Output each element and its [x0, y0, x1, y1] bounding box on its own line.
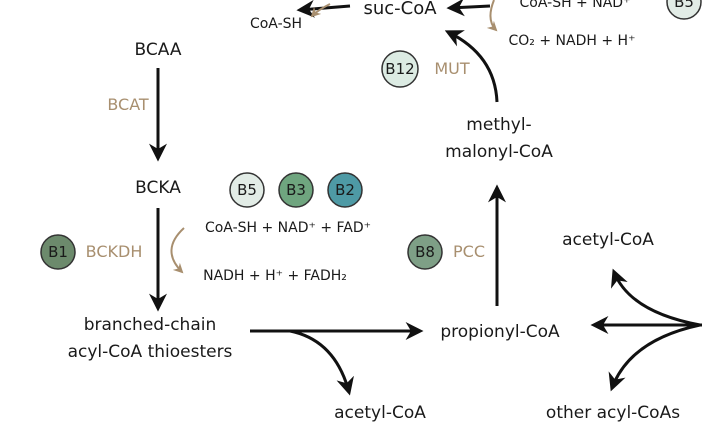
other-acyl-coas-label: other acyl-CoAs: [546, 403, 680, 423]
vitamin-b3-label: B3: [286, 181, 306, 199]
vitamin-b5-top-badge: [666, 0, 702, 20]
vitamin-b5-top-label: B5: [674, 0, 694, 11]
co2-nadh-label: CO₂ + NADH + H⁺: [509, 33, 636, 49]
arrow-suc-coa-left: [296, 0, 351, 18]
methylmalonyl-label-line2: malonyl-CoA: [445, 142, 553, 162]
vitamin-b3-badge: [278, 172, 314, 208]
arrow-methylmalonyl-to-suc-coa: [444, 30, 499, 103]
bckdh-enzyme-label: BCKDH: [86, 242, 143, 261]
vitamin-b5-badge: [229, 172, 265, 208]
vitamin-b2-badge: [327, 172, 363, 208]
bckdh-outputs-label: NADH + H⁺ + FADH₂: [203, 268, 347, 284]
vitamin-b8-label: B8: [415, 243, 435, 261]
branched-chain-label-line2: acyl-CoA thioesters: [68, 342, 233, 362]
propionyl-coa-label: propionyl-CoA: [440, 322, 560, 342]
vitamin-b5-label: B5: [237, 181, 257, 199]
pcc-enzyme-label: PCC: [453, 242, 485, 261]
acetyl-coa-right-label: acetyl-CoA: [562, 230, 654, 250]
bckdh-inputs-label: CoA-SH + NAD⁺ + FAD⁺: [205, 220, 371, 236]
bcka-label: BCKA: [135, 178, 181, 198]
acetyl-coa-bottom-label: acetyl-CoA: [334, 403, 426, 423]
vitamin-b1-label: B1: [48, 243, 68, 261]
coa-sh-top-label: CoA-SH: [250, 16, 302, 32]
cofactor-arrow-bckdh: [170, 227, 185, 274]
methylmalonyl-label-line1: methyl-: [466, 115, 531, 135]
vitamin-b12-badge: [381, 50, 419, 88]
coa-sh-nad-top-label: CoA-SH + NAD⁺: [520, 0, 631, 11]
bcaa-label: BCAA: [135, 40, 182, 60]
cofactor-arrow-coa-sh: [310, 3, 331, 18]
mut-enzyme-label: MUT: [434, 59, 470, 78]
branched-chain-label-line1: branched-chain: [84, 315, 217, 335]
vitamin-b2-label: B2: [335, 181, 355, 199]
vitamin-b1-badge: [40, 234, 76, 270]
arrow-right-to-acetyl-coa: [611, 268, 701, 327]
suc-coa-label: suc-CoA: [363, 0, 437, 19]
arrow-right-to-other-acyl: [608, 323, 701, 392]
arrow-branched-to-acetyl-coa: [289, 329, 354, 396]
vitamin-b12-label: B12: [385, 60, 414, 78]
cofactor-arrow-co2: [486, 0, 498, 32]
arrow-to-suc-coa-right: [446, 0, 491, 17]
bcat-enzyme-label: BCAT: [107, 95, 149, 114]
vitamin-b8-badge: [407, 234, 443, 270]
